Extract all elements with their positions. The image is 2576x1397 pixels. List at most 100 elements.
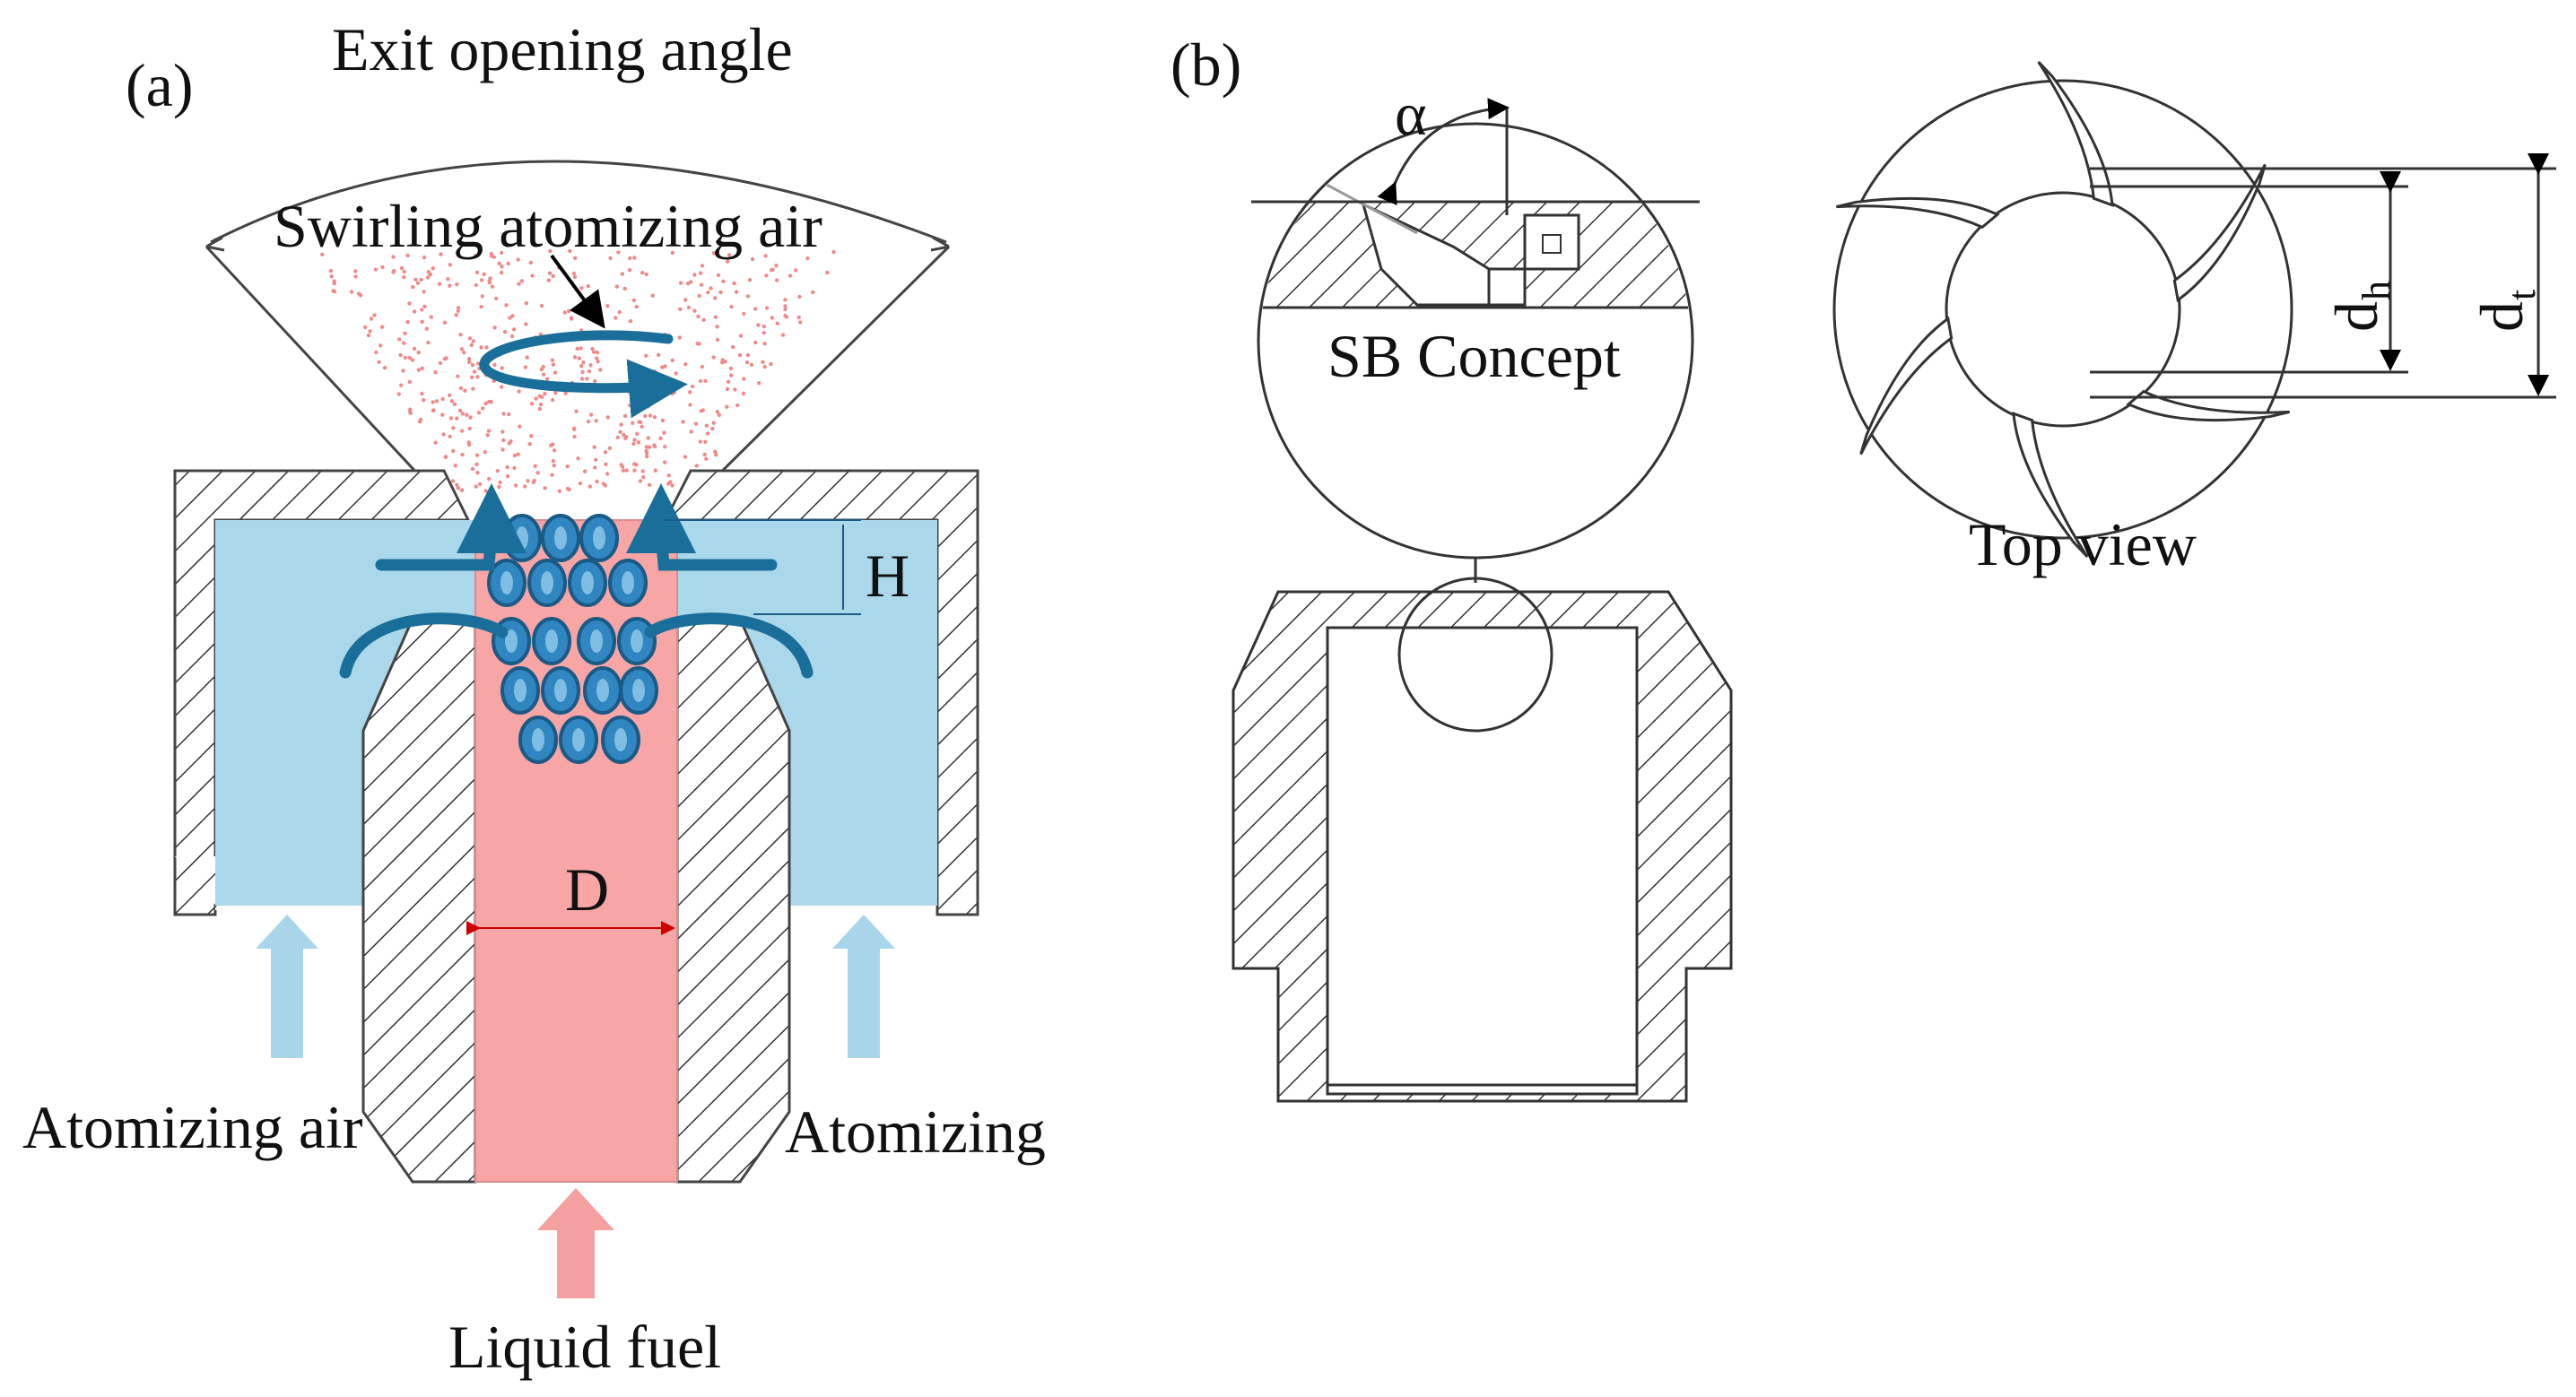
spray-dot [459, 429, 465, 433]
spray-dot [640, 271, 645, 275]
spray-dot [794, 268, 798, 273]
spray-dot [466, 360, 472, 365]
spray-dot [762, 364, 767, 369]
spray-dot [467, 336, 473, 341]
spray-dot [783, 307, 788, 312]
nozzle-cross-section [1231, 577, 1733, 1103]
spray-dot [725, 404, 729, 409]
spray-dot [399, 383, 404, 387]
spray-dot [532, 478, 536, 483]
spray-dot [742, 311, 746, 317]
spray-dot [572, 274, 578, 280]
spray-dot [698, 378, 703, 384]
spray-dot [551, 273, 555, 279]
spray-dot [528, 260, 533, 265]
spray-dot [644, 353, 648, 358]
spray-dot [757, 381, 761, 386]
spray-dot [468, 415, 473, 420]
spray-dot [474, 282, 479, 288]
spray-dot [698, 271, 703, 275]
spray-dot [632, 256, 637, 260]
spray-dot [666, 473, 671, 478]
spray-dot [562, 310, 567, 315]
swirler-vane [1836, 196, 2000, 230]
air-inlet-arrow-left [256, 915, 318, 1058]
spray-dot [811, 290, 815, 295]
dh-label: d [2322, 301, 2390, 332]
spray-dot [505, 464, 509, 470]
spray-dot [695, 342, 700, 346]
top-view-label: Top view [1969, 510, 2197, 578]
spray-dot [458, 333, 463, 337]
spray-dot [721, 279, 726, 283]
spray-dot [571, 271, 577, 276]
spray-dot [456, 308, 460, 314]
spray-dot [592, 445, 596, 449]
spray-dot [720, 360, 725, 365]
fuel-droplet-highlight [596, 679, 609, 702]
spray-dot [537, 406, 543, 412]
spray-dot [484, 345, 489, 350]
spray-dot [405, 319, 410, 325]
spray-dot [499, 270, 504, 275]
spray-dot [474, 270, 480, 274]
spray-dot [697, 293, 701, 299]
spray-dot [648, 393, 653, 397]
spray-dot [500, 447, 505, 452]
spray-dot [574, 409, 579, 413]
spray-dot [762, 342, 767, 346]
spray-dot [774, 264, 779, 268]
spray-dot [544, 377, 550, 381]
spray-dot [715, 410, 719, 414]
spray-dot [471, 386, 475, 391]
spray-dot [543, 486, 547, 490]
spray-dot [502, 329, 508, 334]
spray-dot [459, 488, 465, 492]
spray-dot [475, 375, 480, 379]
swirler-vane [2172, 163, 2267, 303]
spray-dot [688, 403, 692, 407]
spray-dot [643, 413, 648, 419]
spray-dot [332, 289, 337, 294]
spray-dot [517, 389, 521, 394]
spray-dot [624, 468, 629, 473]
spray-dot [568, 248, 572, 254]
spray-dot [541, 372, 546, 377]
spray-dot [604, 462, 608, 466]
spray-dot [402, 274, 406, 280]
spray-dot [474, 484, 478, 489]
spray-dot [458, 386, 464, 391]
spray-dot [576, 456, 580, 461]
dt-subscript: t [2500, 290, 2544, 300]
spray-dot [431, 400, 435, 404]
spray-dot [579, 346, 583, 351]
spray-dot [621, 468, 626, 473]
spray-dot [579, 377, 585, 381]
spray-dot [500, 430, 505, 434]
spray-dot [441, 432, 446, 437]
spray-dot [686, 305, 692, 310]
spray-dot [646, 404, 650, 409]
spray-dot [653, 468, 657, 473]
spray-dot [416, 368, 421, 372]
spray-dot [526, 479, 530, 483]
swirl-loop-arrow [479, 330, 688, 419]
spray-dot [632, 462, 637, 466]
spray-dot [539, 367, 544, 372]
spray-dot [405, 253, 410, 258]
spray-dot [640, 469, 645, 473]
spray-dot [524, 322, 528, 326]
spray-dot [483, 450, 487, 455]
spray-dot [683, 362, 688, 367]
spray-dot [702, 452, 707, 457]
spray-dot [711, 421, 716, 425]
spray-dot [750, 256, 755, 262]
spray-dot [709, 286, 713, 291]
spray-dot [618, 430, 622, 434]
spray-dot [407, 301, 412, 306]
spray-dots [320, 248, 836, 493]
spray-dot [500, 250, 504, 256]
spray-dot [586, 283, 590, 289]
spray-dot [713, 296, 718, 300]
